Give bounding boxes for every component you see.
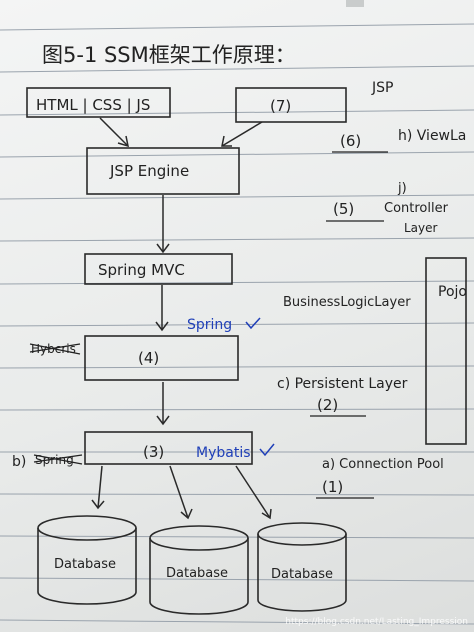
box4-strike	[29, 343, 81, 355]
watermark: https://blog.csdn.net/Lasting_Impression	[285, 617, 468, 627]
jsp-engine-label: JSP Engine	[109, 162, 189, 180]
arrow-3-to-db3	[235, 465, 271, 519]
business-logic-label: BusinessLogicLayer	[283, 295, 411, 310]
arrow-7-to-jsp	[221, 121, 263, 147]
view-layer-label: h) ViewLa	[398, 128, 466, 144]
pojo-label: Pojo	[438, 284, 467, 300]
database-3-label: Database	[271, 567, 333, 582]
controller-label-2: Layer	[404, 221, 438, 235]
connection-pool-label: a) Connection Pool	[322, 457, 444, 472]
spring-note: Spring	[187, 317, 232, 333]
blank-7-label: (7)	[270, 97, 291, 115]
box3-prefix: b)	[12, 454, 26, 470]
box-4	[84, 335, 239, 381]
box3-strike	[33, 454, 83, 465]
database-1-label: Database	[54, 557, 116, 572]
blank-7-box	[235, 87, 347, 123]
arrow-html-to-jsp	[99, 117, 129, 147]
arrow-4-to-3-head	[156, 415, 170, 426]
persistent-number: (2)	[317, 396, 338, 414]
html-css-js-box	[26, 87, 171, 118]
controller-letter: j)	[397, 181, 407, 196]
spring-mvc-box	[84, 253, 233, 285]
view-layer-number: (6)	[340, 132, 361, 150]
arrow-3-to-db1-head	[91, 499, 105, 510]
connection-number: (1)	[322, 478, 343, 496]
notebook-rules	[0, 23, 474, 625]
database-2: Database	[149, 525, 249, 615]
arrow-jsp-to-spring-mvc-head	[156, 243, 170, 254]
arrow-3-to-db1	[97, 465, 103, 509]
controller-label: Controller	[384, 201, 449, 216]
html-css-js-label: HTML | CSS | JS	[36, 96, 150, 114]
database-1: Database	[37, 515, 137, 605]
box-3	[84, 431, 253, 465]
mybatis-check-icon	[259, 443, 275, 457]
jsp-note: JSP	[371, 80, 393, 96]
spring-check-icon	[245, 317, 261, 330]
pojo-box	[425, 257, 467, 445]
spring-mvc-label: Spring MVC	[98, 261, 185, 279]
database-3: Database	[257, 522, 347, 612]
database-2-label: Database	[166, 566, 228, 581]
controller-number: (5)	[333, 200, 354, 218]
box4-label: (4)	[138, 349, 159, 367]
mybatis-note: Mybatis	[196, 445, 251, 461]
persistent-layer-label: c) Persistent Layer	[277, 376, 408, 392]
arrow-html-to-jsp-head	[117, 135, 129, 148]
box3-crossed-word: Spring	[35, 453, 74, 467]
arrow-mvc-to-4-head	[155, 321, 169, 332]
binder-tab	[346, 0, 364, 7]
arrow-3-to-db3-head	[261, 508, 272, 520]
box3-label: (3)	[143, 443, 164, 461]
arrow-3-to-db2-head	[180, 508, 193, 520]
page-title: 图5-1 SSM框架工作原理：	[42, 43, 296, 67]
arrow-7-to-jsp-head	[221, 135, 232, 147]
arrow-3-to-db2	[169, 465, 189, 519]
jsp-engine-box	[86, 147, 240, 195]
